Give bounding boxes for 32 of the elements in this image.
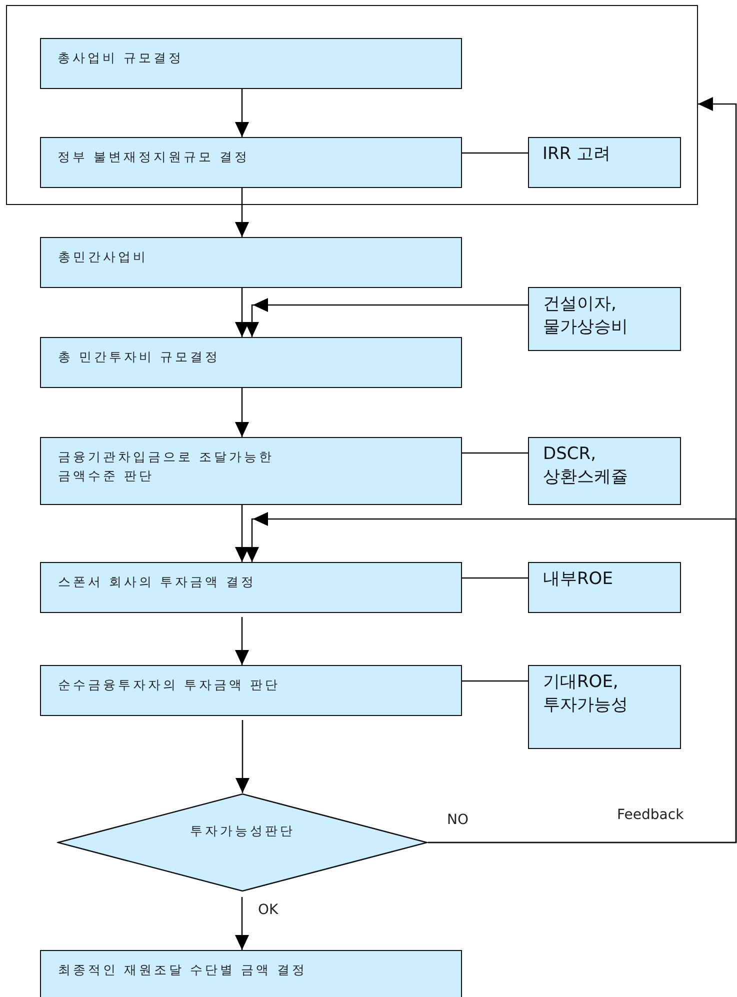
connector-line [462, 152, 528, 154]
connector-line [462, 577, 528, 579]
process-box: 정부 불변재정지원규모 결정 [40, 136, 462, 188]
connector-line [462, 680, 528, 682]
edge-label: Feedback [615, 806, 686, 822]
arrow [235, 188, 249, 237]
arrow [235, 617, 249, 665]
arrow [235, 505, 249, 562]
arrow [235, 288, 249, 337]
note-box: DSCR, 상환스케쥴 [528, 437, 681, 505]
edge-label: NO [445, 812, 470, 828]
process-box: 총 민간투자비 규모결정 [40, 337, 462, 388]
process-box: 금융기관차입금으로 조달가능한 금액수준 판단 [40, 437, 462, 505]
note-box: IRR 고려 [528, 136, 680, 188]
process-box: 최종적인 재원조달 수단별 금액 결정 [40, 950, 462, 997]
arrow [236, 720, 250, 793]
arrow [235, 388, 249, 437]
decision-diamond [57, 793, 428, 892]
group-frame [6, 5, 698, 205]
process-box: 총사업비 규모결정 [40, 38, 462, 88]
arrow [235, 89, 249, 137]
arrow [235, 897, 249, 950]
arrow [245, 298, 528, 337]
decision-text: 투자가능성판단 [189, 822, 296, 840]
note-box: 건설이자, 물가상승비 [528, 287, 681, 351]
process-box: 총민간사업비 [40, 237, 462, 288]
arrow [245, 512, 737, 844]
note-box: 내부ROE [528, 562, 681, 613]
note-box: 기대ROE, 투자가능성 [528, 665, 681, 749]
process-box: 스폰서 회사의 투자금액 결정 [40, 562, 462, 613]
process-box: 순수금융투자자의 투자금액 판단 [40, 665, 462, 716]
connector-line [462, 452, 528, 454]
